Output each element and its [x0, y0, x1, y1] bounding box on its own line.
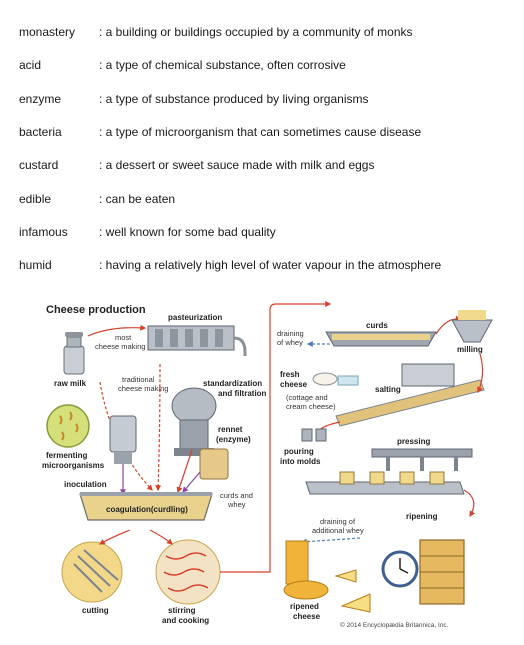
press-icon — [305, 448, 473, 495]
glossary-definition: : having a relatively high level of wate… — [99, 258, 442, 272]
glossary-row: infamous : well known for some bad quali… — [0, 225, 524, 245]
ripened-cheese-label: cheese — [293, 612, 321, 621]
glossary-definition: : a type of microorganism that can somet… — [99, 125, 422, 139]
ripening-label: ripening — [406, 512, 438, 521]
glossary-definition: : well known for some bad quality — [99, 225, 276, 239]
microorganisms-label: microorganisms — [42, 461, 105, 470]
milling-icon — [451, 310, 493, 343]
glossary-term: edible — [19, 192, 52, 206]
additional-whey-label: additional whey — [312, 526, 364, 535]
separator-icon — [171, 387, 217, 456]
milk-can-icon — [63, 332, 85, 375]
inoculation-label: inoculation — [64, 480, 107, 489]
glossary-term: acid — [19, 58, 42, 72]
fresh-cheese-label: cheese — [280, 380, 308, 389]
and-cooking-label: and cooking — [162, 616, 209, 625]
glossary-term: custard — [19, 158, 59, 172]
glossary-definition: : a dessert or sweet sauce made with mil… — [99, 158, 375, 172]
stirring-label: stirring — [168, 606, 196, 615]
glossary-definition: : a type of substance produced by living… — [99, 92, 369, 106]
glossary-row: edible : can be eaten — [0, 192, 524, 212]
ripened-cheese-icon — [283, 540, 371, 613]
cottage-label: (cottage and — [286, 393, 328, 402]
copyright-label: © 2014 Encyclopædia Britannica, Inc. — [340, 621, 449, 629]
standardization-label: standardization — [203, 379, 262, 388]
cheese-making-label: cheese making — [95, 342, 145, 351]
glossary-term: bacteria — [19, 125, 62, 139]
most-label: most — [115, 333, 132, 342]
traditional-cheese-making-label: cheese making — [118, 384, 168, 393]
petri-dish-icon — [46, 404, 90, 448]
rennet-label: rennet — [218, 425, 243, 434]
stirring-icon — [155, 539, 221, 605]
glossary-definition: : a building or buildings occupied by a … — [99, 25, 413, 39]
glossary-term: humid — [19, 258, 52, 272]
inoculation-tank-icon — [109, 415, 137, 464]
whey-label: whey — [227, 500, 246, 509]
rennet-tank-icon — [199, 448, 229, 480]
fresh-cheese-icon — [312, 372, 359, 386]
glossary-row: enzyme : a type of substance produced by… — [0, 92, 524, 112]
curds-label: curds — [366, 321, 388, 330]
glossary-term: monastery — [19, 25, 76, 39]
curds-and-whey-label: curds and — [220, 491, 253, 500]
diagram-title: Cheese production — [46, 304, 146, 316]
of-whey-label: of whey — [277, 338, 303, 347]
cheese-production-diagram: Cheese production raw milk most cheese m… — [42, 301, 493, 629]
milling-label: milling — [457, 345, 483, 354]
glossary-definition: : can be eaten — [99, 192, 176, 206]
raw-milk-label: raw milk — [54, 379, 87, 388]
coagulation-vat-icon — [79, 492, 213, 521]
molds-icon — [301, 428, 327, 442]
ripened-label: ripened — [290, 602, 319, 611]
fresh-label: fresh — [280, 370, 300, 379]
pressing-label: pressing — [397, 437, 430, 446]
draining-of-label: draining of — [320, 517, 356, 526]
into-molds-label: into molds — [280, 457, 321, 466]
cutting-label: cutting — [82, 606, 109, 615]
glossary-term: infamous — [19, 225, 68, 239]
salting-conveyor-icon — [335, 363, 485, 427]
enzyme-label: (enzyme) — [216, 435, 251, 444]
glossary-row: acid : a type of chemical substance, oft… — [0, 58, 524, 78]
coagulation-label: coagulation(curdling) — [106, 505, 188, 514]
pasteurizer-icon — [147, 325, 247, 356]
clock-icon — [381, 550, 419, 588]
glossary-row: monastery : a building or buildings occu… — [0, 25, 524, 45]
curds-trough-icon — [325, 331, 437, 347]
traditional-label: traditional — [122, 375, 155, 384]
cutting-icon — [61, 541, 123, 603]
pouring-label: pouring — [284, 447, 314, 456]
glossary-row: custard : a dessert or sweet sauce made … — [0, 158, 524, 178]
cream-cheese-label: cream cheese) — [286, 402, 336, 411]
salting-label: salting — [375, 385, 401, 394]
glossary-row: bacteria : a type of microorganism that … — [0, 125, 524, 145]
draining-label: draining — [277, 329, 304, 338]
pasteurization-label: pasteurization — [168, 313, 222, 322]
glossary-term: enzyme — [19, 92, 62, 106]
glossary-definition: : a type of chemical substance, often co… — [99, 58, 346, 72]
and-filtration-label: and filtration — [218, 389, 267, 398]
glossary-row: humid : having a relatively high level o… — [0, 258, 524, 278]
fermenting-label: fermenting — [46, 451, 87, 460]
ripening-shelf-icon — [419, 539, 465, 605]
